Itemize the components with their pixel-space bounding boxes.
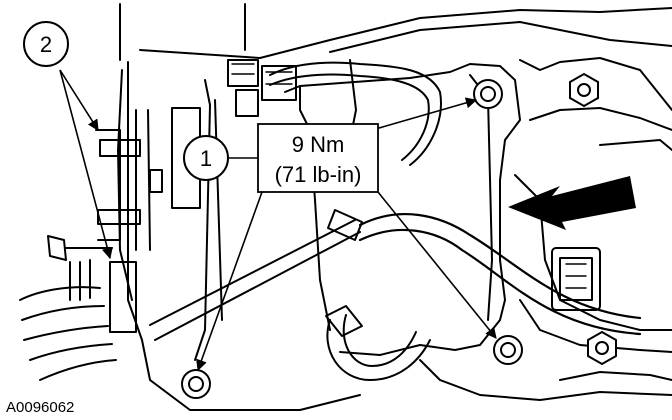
torque-value-metric: 9 Nm xyxy=(292,132,345,157)
leader-lines xyxy=(59,69,497,372)
callout-2: 2 xyxy=(23,21,69,67)
callout-2-number: 2 xyxy=(40,32,52,57)
torque-label-box xyxy=(257,123,379,193)
torque-label: 9 Nm (71 lb-in) xyxy=(257,123,379,193)
leader-callout2-b xyxy=(59,69,113,260)
bolt-far-right-top xyxy=(569,72,599,108)
bolt-upper-right xyxy=(473,79,503,109)
bolt-far-right-bottom xyxy=(587,330,617,366)
callout-1: 1 xyxy=(183,135,229,181)
bolt-lower-center xyxy=(493,335,523,365)
bolt-lower-left xyxy=(181,369,211,399)
leader-torque-to-left-bolt xyxy=(196,191,263,372)
leader-torque-to-lower-bolt xyxy=(377,191,497,339)
direction-arrow-icon xyxy=(508,176,636,230)
torque-value-imperial: (71 lb-in) xyxy=(275,162,362,187)
callout-1-number: 1 xyxy=(200,146,212,171)
figure-id: A0096062 xyxy=(6,399,74,416)
bolts xyxy=(181,72,617,399)
leader-callout2-a xyxy=(59,69,99,131)
leader-torque-to-upper-bolt xyxy=(371,97,478,131)
